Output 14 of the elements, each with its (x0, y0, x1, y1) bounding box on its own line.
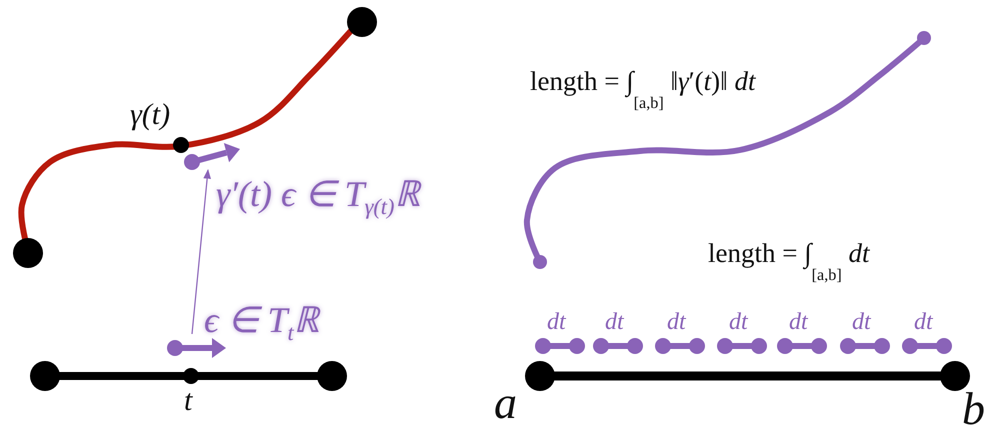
mapping-arrow (191, 169, 211, 334)
math-label: γ′(t) ϵ ∈ T$_{γ(t)}$ℝ (216, 176, 420, 218)
point-label: γ(t) (130, 100, 170, 130)
endpoint-label: a (494, 380, 517, 425)
dt-label: dt (914, 310, 933, 334)
math-label: ϵ ∈ T$_{t}$ℝ (204, 302, 320, 344)
endpoint-label: b (962, 386, 985, 425)
dt-label: dt (852, 310, 871, 334)
dt-label: dt (605, 310, 624, 334)
dt-label: dt (667, 310, 686, 334)
point-label: t (184, 386, 192, 416)
dt-label: dt (789, 310, 808, 334)
dt-label: dt (547, 310, 566, 334)
dt-label: dt (729, 310, 748, 334)
